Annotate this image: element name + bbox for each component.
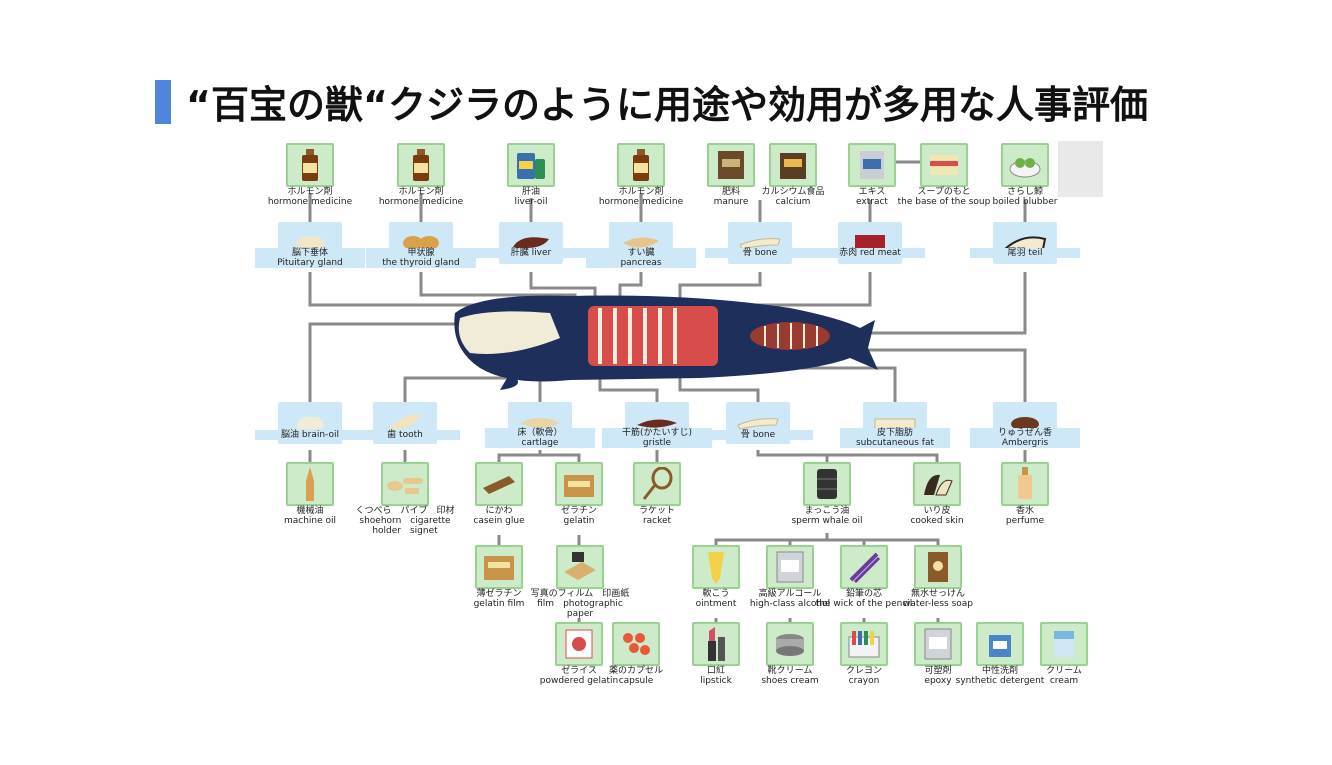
gelatin-box-icon [555, 462, 603, 506]
part-tail: 尾羽 teil [970, 222, 1080, 286]
shoe-cream-icon [766, 622, 814, 666]
film-box-icon [556, 545, 604, 589]
part-bone-top: 骨 bone [705, 222, 815, 286]
fertilizer-bag-icon [707, 143, 755, 187]
glue-tray-icon [475, 462, 523, 506]
title-accent-bar [155, 80, 171, 124]
part-liver: 肝臓 liver [476, 222, 586, 286]
soap-box-icon [914, 545, 962, 589]
part-red-meat: 赤肉 red meat [815, 222, 925, 286]
cream-jar-icon [1040, 622, 1088, 666]
part-cartilage: 床（軟骨）cartlage [485, 402, 595, 466]
cooked-skin-icon [913, 462, 961, 506]
medicine-bottle-icon [397, 143, 445, 187]
part-tooth: 歯 tooth [350, 402, 460, 466]
gelatin-box-icon [475, 545, 523, 589]
part-brain-oil: 脳油 brain-oil [255, 402, 365, 466]
extract-can-icon [848, 143, 896, 187]
medicine-bottle-icon [617, 143, 665, 187]
detergent-icon [976, 622, 1024, 666]
food-bowl-icon [1001, 143, 1049, 187]
part-gristle: 干筋(かたいすじ)gristle [602, 402, 712, 466]
oil-can-icon [507, 143, 555, 187]
part-bone-bottom: 骨 bone [703, 402, 813, 466]
calcium-box-icon [769, 143, 817, 187]
oil-bottle-icon [286, 462, 334, 506]
whale-illustration [454, 295, 878, 390]
oil-drum-icon [803, 462, 851, 506]
tail-icon [993, 222, 1057, 264]
soup-pack-icon [920, 143, 968, 187]
crayon-icon [840, 622, 888, 666]
page-title: “百宝の獣“クジラのように用途や効用が多用な人事評価 [186, 83, 1148, 127]
medicine-bottle-icon [286, 143, 334, 187]
image-placeholder [1058, 141, 1103, 197]
pencil-icon [840, 545, 888, 589]
tooth-products-icon [381, 462, 429, 506]
capsule-icon [612, 622, 660, 666]
epoxy-can-icon [914, 622, 962, 666]
gelatin-pack-icon [555, 622, 603, 666]
ointment-tube-icon [692, 545, 740, 589]
perfume-bottle-icon [1001, 462, 1049, 506]
alcohol-can-icon [766, 545, 814, 589]
lipstick-icon [692, 622, 740, 666]
racket-icon [633, 462, 681, 506]
